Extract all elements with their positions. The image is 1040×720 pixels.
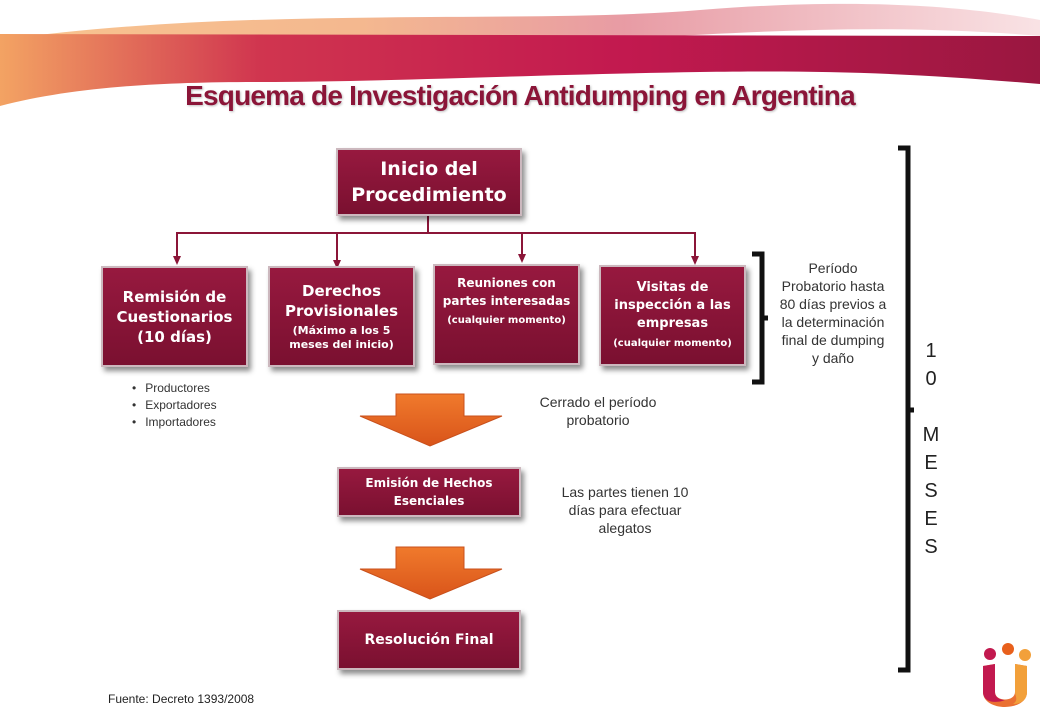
note-line: Las partes tienen 10 [561, 484, 689, 500]
page-title: Esquema de Investigación Antidumping en … [185, 80, 856, 111]
box-visitas-sub: (cualquier momento) [613, 337, 732, 349]
list-item: Productores [132, 380, 217, 397]
ten-months-label: 1 0 M E S E S [918, 337, 944, 561]
box-inicio-line1: Inicio del [380, 158, 478, 180]
connector-drop [521, 232, 523, 256]
box-derechos: Derechos Provisionales (Máximo a los 5 m… [268, 266, 415, 367]
box-inicio-line2: Procedimiento [351, 184, 507, 206]
box-derechos-line2: Provisionales [284, 302, 399, 320]
note-line: Período [808, 260, 858, 276]
header-banner [0, 3, 1040, 106]
meses-char: S [924, 480, 938, 502]
box-inicio: Inicio del Procedimiento [336, 148, 522, 216]
box-derechos-sub2: meses del inicio) [289, 338, 394, 351]
box-emision: Emisión de Hechos Esenciales [337, 467, 521, 517]
note-line: la determinación [781, 314, 885, 330]
note-line: 80 días previos a [779, 296, 887, 312]
connector-drop [336, 232, 338, 262]
note-line: días para efectuar [568, 502, 682, 518]
note-line: Probatorio hasta [781, 278, 885, 294]
connector-arrowhead [333, 260, 341, 269]
meses-char: 0 [925, 368, 937, 390]
note-line: probatorio [566, 412, 630, 428]
bracket-meses [898, 145, 914, 673]
actors-list: Productores Exportadores Importadores [132, 380, 217, 431]
connector-arrowhead [173, 256, 181, 265]
box-reuniones-line1: Reuniones con [457, 276, 556, 290]
box-remision-line3: (10 días) [137, 327, 212, 346]
source-note: Fuente: Decreto 1393/2008 [108, 692, 255, 706]
note-line: final de dumping [781, 332, 885, 348]
down-arrow-icon [359, 393, 503, 447]
connector-drop [694, 232, 696, 256]
meses-char: E [924, 452, 938, 474]
box-emision-line1: Emisión de Hechos [365, 476, 493, 490]
meses-char: M [922, 424, 940, 446]
box-remision-line2: Cuestionarios [116, 307, 233, 326]
meses-char: 1 [925, 340, 937, 362]
note-line: Cerrado el período [539, 394, 657, 410]
box-visitas-line1: Visitas de [636, 279, 709, 295]
note-periodo-probatorio: Período Probatorio hasta 80 días previos… [768, 259, 898, 367]
box-derechos-sub1: (Máximo a los 5 [292, 324, 391, 337]
note-line: y daño [811, 350, 855, 366]
connector-arrowhead [518, 254, 526, 263]
box-resolucion-line1: Resolución Final [364, 632, 494, 648]
box-emision-line2: Esenciales [393, 494, 465, 508]
meses-char: E [924, 508, 938, 530]
note-alegatos: Las partes tienen 10 días para efectuar … [545, 483, 705, 537]
note-cerrado: Cerrado el período probatorio [520, 393, 676, 429]
connector-drop [176, 232, 178, 256]
box-visitas-line3: empresas [636, 315, 709, 331]
box-resolucion: Resolución Final [337, 610, 521, 670]
box-visitas: Visitas de inspección a las empresas (cu… [599, 265, 746, 366]
box-remision-line1: Remisión de [122, 287, 227, 306]
box-derechos-line1: Derechos [302, 282, 381, 300]
box-visitas-line2: inspección a las [614, 297, 731, 313]
down-arrow-icon [359, 546, 503, 600]
bracket-periodo [752, 251, 768, 385]
meses-char [918, 393, 944, 421]
list-item: Exportadores [132, 397, 216, 414]
connector-vertical [427, 213, 429, 233]
box-reuniones-line2: partes interesadas [442, 294, 571, 308]
list-item: Importadores [132, 414, 217, 431]
note-line: alegatos [598, 520, 652, 536]
box-reuniones-sub: (cualquier momento) [447, 315, 566, 326]
box-reuniones: Reuniones con partes interesadas (cualqu… [433, 264, 580, 365]
logo-icon [983, 643, 1031, 707]
box-remision: Remisión de Cuestionarios (10 días) [101, 266, 248, 367]
meses-char: S [924, 536, 938, 558]
connector-arrowhead [691, 256, 699, 265]
connector-horizontal [176, 232, 696, 234]
